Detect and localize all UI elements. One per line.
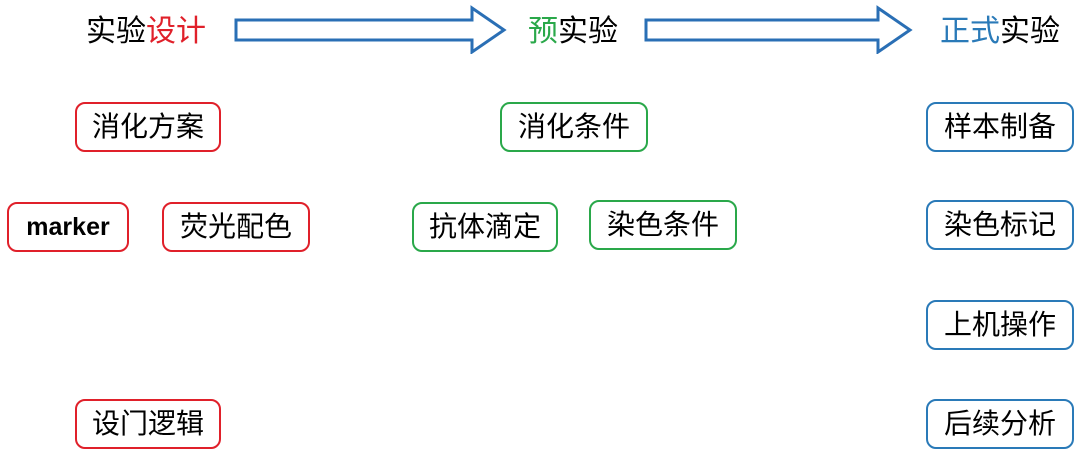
heading-formal-accent: 正式 — [940, 14, 1000, 49]
pre-item-antibody-titration: 抗体滴定 — [412, 202, 558, 252]
heading-pre-plain: 实验 — [558, 14, 618, 49]
heading-design-accent: 设计 — [146, 14, 206, 49]
design-item-marker: marker — [7, 202, 129, 252]
formal-item-sample-preparation: 样本制备 — [926, 102, 1074, 152]
design-item-gating-logic: 设门逻辑 — [75, 399, 221, 449]
heading-pre: 预实验 — [528, 10, 618, 54]
pre-item-digestion-conditions: 消化条件 — [500, 102, 648, 152]
heading-design: 实验设计 — [86, 10, 206, 54]
design-item-digestion-plan: 消化方案 — [75, 102, 221, 152]
heading-formal-plain: 实验 — [1000, 14, 1060, 49]
heading-design-plain: 实验 — [86, 14, 146, 49]
formal-item-acquisition: 上机操作 — [926, 300, 1074, 350]
pre-item-staining-conditions: 染色条件 — [589, 200, 737, 250]
heading-formal: 正式实验 — [940, 10, 1060, 54]
formal-item-analysis: 后续分析 — [926, 399, 1074, 449]
design-item-fluorescence-color: 荧光配色 — [162, 202, 310, 252]
arrow-pre-to-formal — [644, 5, 913, 54]
arrow-design-to-pre — [234, 5, 507, 54]
heading-pre-accent: 预 — [528, 14, 558, 49]
formal-item-staining-labeling: 染色标记 — [926, 200, 1074, 250]
